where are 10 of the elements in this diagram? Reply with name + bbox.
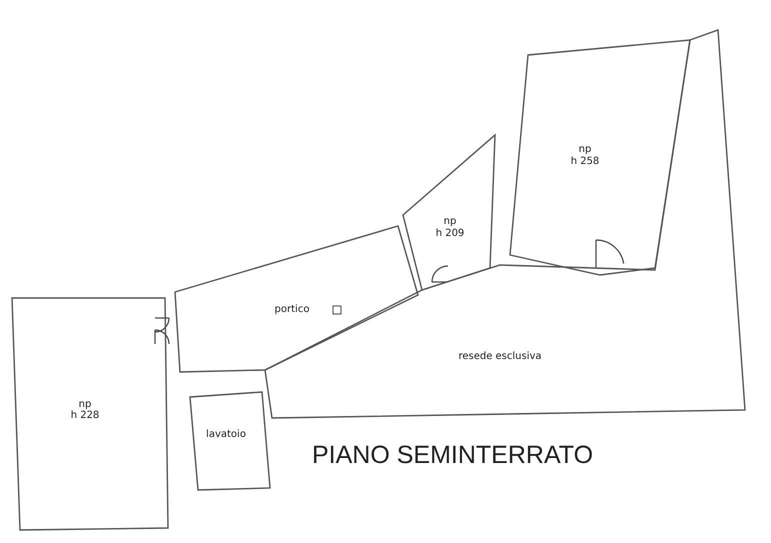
room-label: portico xyxy=(274,305,310,315)
room-label: h 228 xyxy=(70,411,100,421)
room-label: np xyxy=(444,217,456,227)
room-label: h 258 xyxy=(570,157,600,167)
room-label: lavatoio xyxy=(206,430,246,440)
room-label: np xyxy=(578,145,592,155)
room-label: resede esclusiva xyxy=(458,352,542,362)
plan-title: PIANO SEMINTERRATO xyxy=(312,441,594,470)
room-label: np xyxy=(78,400,92,410)
room-label: h 209 xyxy=(436,229,464,239)
